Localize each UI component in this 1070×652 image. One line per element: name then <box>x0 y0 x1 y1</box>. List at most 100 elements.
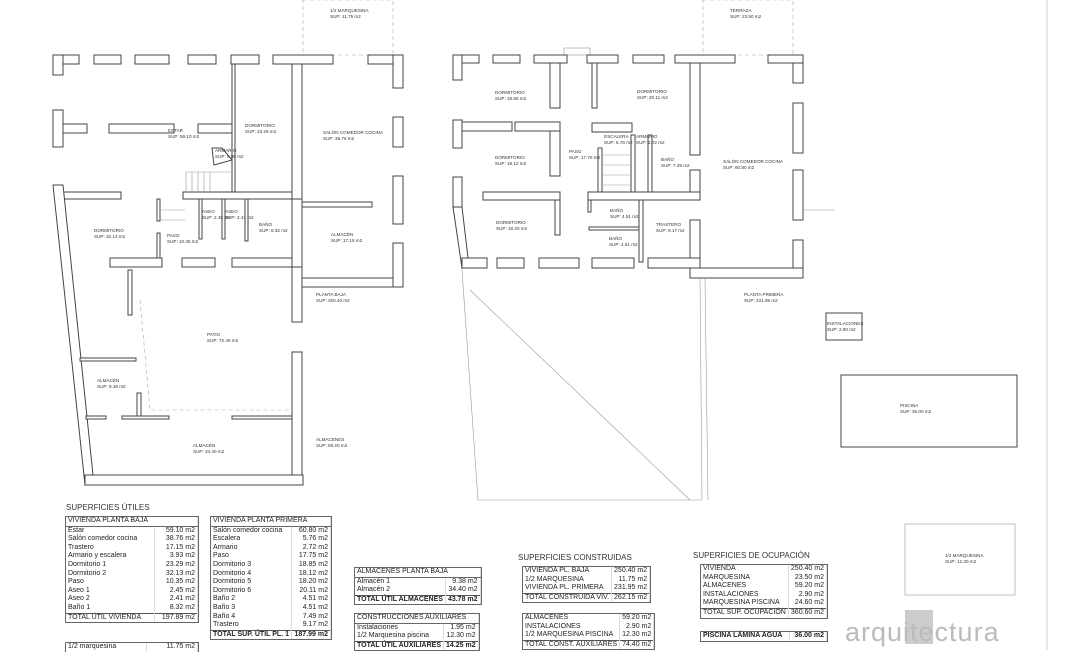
cell-value: 5.76 m2 <box>291 535 331 544</box>
cell-label: TOTAL SUP. ÚTIL PL. 1 <box>211 629 293 640</box>
cell-value: 2.72 m2 <box>291 543 331 553</box>
room-area: SUP: 18.12 m2 <box>495 161 527 166</box>
room-area: SUP: 2.45 m2 <box>202 215 231 220</box>
room-area: SUP: 18.20 m2 <box>496 226 528 231</box>
room-area: SUP: 250.40 m2 <box>316 298 350 303</box>
room-name: ARMARIO <box>215 148 237 153</box>
room-area: SUP: 38.76 m2 <box>323 136 355 141</box>
cell-value: 36.00 m2 <box>789 632 827 641</box>
cell-label: Aseo 2 <box>66 595 155 604</box>
cell-value: 3.93 m2 <box>154 552 199 561</box>
cell-value: 17.75 m2 <box>291 552 331 561</box>
cell-value: 59.10 m2 <box>154 526 199 536</box>
room-name: ALMACÉN <box>97 377 119 383</box>
cell-label: Dormitorio 5 <box>211 578 293 587</box>
piscina-box <box>840 374 1018 448</box>
cell-value: 23.50 m2 <box>788 573 828 583</box>
room-name: BAÑO <box>610 207 623 213</box>
cell-label: VIVIENDA <box>701 565 789 574</box>
cell-value: 32.13 m2 <box>154 569 199 579</box>
room-name: ESTAR <box>168 128 184 133</box>
cell-value: 59.20 m2 <box>788 582 828 591</box>
room-area: SUP: 5.76 m2 <box>604 140 633 145</box>
cell-label: Trastero <box>66 543 155 553</box>
cell-label: MARQUESINA PISCINA <box>701 599 789 609</box>
cell-label: Instalaciones <box>355 623 445 633</box>
room-name: SALÓN COMEDOR COCINA <box>323 129 384 135</box>
cell-label: TOTAL CONSTRUIDA VIV. <box>523 592 613 603</box>
room-name: PASO <box>167 233 180 238</box>
room-name: BAÑO <box>661 156 674 162</box>
room-name: ASEO <box>225 209 238 214</box>
room-area: SUP: 72.46 m2 <box>207 338 239 343</box>
cell-value: 2.90 m2 <box>788 590 828 600</box>
cell-value: 12.30 m2 <box>619 631 655 641</box>
room-area: SUP: 18.85 m2 <box>495 96 527 101</box>
room-name: DORMITORIO <box>94 228 124 233</box>
cell-value: 10.35 m2 <box>154 578 199 587</box>
cell-value: 250.40 m2 <box>788 565 828 574</box>
cell-value: 187.99 m2 <box>291 629 331 640</box>
table-row: VIVIENDA PLANTA BAJA <box>66 517 198 527</box>
room-area: SUP: 0.98 m2 <box>215 154 244 159</box>
room-area: SUP: 32.13 m2 <box>94 234 126 239</box>
room-area: SUP: 12.30 m2 <box>945 559 977 564</box>
cell-value: 262.15 m2 <box>611 592 651 603</box>
cell-label: TOTAL ÚTIL VIVIENDA <box>66 612 155 623</box>
cell-value: 250.40 m2 <box>611 567 651 576</box>
cell-value: 38.76 m2 <box>154 535 199 544</box>
cell-label: TOTAL ÚTIL ALMACENES <box>355 594 446 605</box>
cell-label: ALMACENES <box>701 582 789 591</box>
room-area: SUP: 9.38 m2 <box>97 384 126 389</box>
cell-value: 18.12 m2 <box>291 569 331 579</box>
cell-label: 1/2 MARQUESINA <box>523 575 613 585</box>
cell-value: 4.51 m2 <box>291 595 331 604</box>
cell-value: 11.75 m2 <box>146 643 199 652</box>
cell-value: 17.15 m2 <box>154 543 199 553</box>
cell-label: TOTAL ÚTIL AUXILIARES <box>355 640 445 651</box>
cell-label: Dormitorio 3 <box>211 560 293 570</box>
cell-label: Almacén 1 <box>355 577 446 587</box>
cell-label: Almacén 2 <box>355 586 446 596</box>
room-area: SUP: 23.29 m2 <box>245 129 277 134</box>
cell-label: TOTAL CONST. AUXILIARES <box>523 639 621 650</box>
room-area: SUP: 17.15 m2 <box>331 238 363 243</box>
cell-value: 1.95 m2 <box>443 623 479 633</box>
room-name: TRASTERO <box>656 222 681 227</box>
cell-value: 59.20 m2 <box>619 614 655 623</box>
room-name: PLANTA BAJA <box>316 292 347 297</box>
room-area: SUP: 11.75 m2 <box>330 14 361 19</box>
room-name: SALÓN COMEDOR COCINA <box>723 158 784 164</box>
cell-label: 1/2 MARQUESINA PISCINA <box>523 631 621 641</box>
cell-label: Escalera <box>211 535 293 544</box>
room-area: SUP: 34.40 m2 <box>193 449 225 454</box>
cell-label: VIVIENDA PL. BAJA <box>523 567 613 576</box>
room-name: ARMARIO <box>636 134 658 139</box>
cell-label: Trastero <box>211 621 293 631</box>
room-area: SUP: 2.41 m2 <box>225 215 254 220</box>
